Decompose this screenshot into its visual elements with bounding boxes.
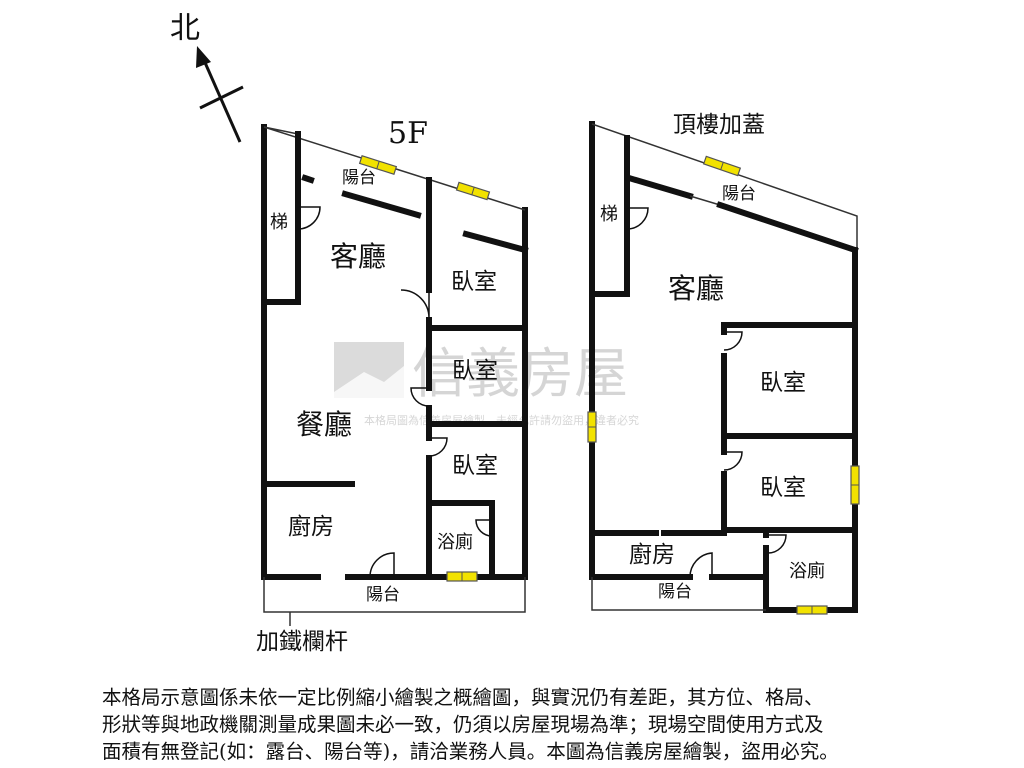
door-5f-bed2 [410,387,430,407]
door-5f-bath [475,519,493,537]
door-roof-bed1 [723,331,743,351]
watermark-brand: 信義房屋 [412,342,628,405]
wall-5f-bed1-south [426,317,528,331]
room-5f-bedroom-2: 臥室 [452,358,498,384]
room-roof-bedroom-2: 臥室 [760,475,806,501]
room-5f-bedroom-1: 臥室 [451,269,497,295]
wall-5f-bath [426,500,495,580]
door-roof-bed2 [723,451,743,471]
door-roof-balcony [689,552,713,578]
window-roof-left [587,411,597,443]
room-roof-stairs: 梯 [600,204,618,225]
north-arrow-shaft [201,57,242,143]
wall-roof-outer-right [709,247,858,613]
door-5f-stairs [297,206,321,230]
room-5f-dining: 餐廳 [296,408,352,441]
watermark-logo-icon [334,342,404,398]
door-5f-bed3 [428,437,448,457]
window-5f-bed1 [455,181,491,201]
wall-roof-balcony-left [625,174,694,200]
wall-roof-north-edge [591,123,858,248]
wall-roof-stairs [589,135,630,297]
wall-5f-outer-left [261,124,321,580]
window-roof-bed2 [850,465,860,505]
room-5f-bedroom-3: 臥室 [452,453,498,479]
room-roof-bathroom: 浴廁 [789,560,825,582]
window-5f-bath [446,571,478,582]
window-5f-balcony-top [358,154,398,176]
room-5f-kitchen: 廚房 [288,514,334,540]
north-label: 北 [170,11,200,46]
disclaimer-line-3: 面積有無登記(如：露台、陽台等)，請洽業務人員。本圖為信義房屋繪製，盜用必究。 [102,740,839,763]
floor-roof-title: 頂樓加蓋 [673,112,765,138]
door-5f-balcony [369,552,395,578]
room-roof-bedroom-1: 臥室 [760,370,806,396]
plan-5f: 5F 陽台 梯 客廳 臥室 臥室 餐廳 臥室 廚房 浴廁 陽台 加鐵欄杆 [256,116,529,655]
door-5f-bed1 [400,289,430,319]
room-roof-living: 客廳 [668,272,724,305]
balcony-roof-railing [591,577,766,611]
balcony-5f-railing [263,577,526,613]
door-roof-stairs [626,207,649,230]
room-5f-balcony-bottom: 陽台 [366,585,400,605]
room-5f-stairs: 梯 [270,212,288,233]
north-arrow-icon [196,46,211,68]
door-roof-bath [766,534,787,554]
wall-5f-bed1-inner [462,230,529,254]
compass-crossbar [199,85,244,110]
room-5f-bathroom: 浴廁 [437,531,473,553]
wall-roof-balcony-right [716,201,859,254]
wall-5f-living-north [341,190,422,219]
plan-roof: 頂樓加蓋 梯 陽台 客廳 臥室 臥室 廚房 浴廁 陽台 [587,112,860,615]
compass: 北 [170,11,244,143]
window-roof-balcony [702,155,742,177]
room-5f-living: 客廳 [330,240,386,273]
room-roof-kitchen: 廚房 [629,542,675,568]
disclaimer-line-2: 形狀等與地政機關測量成果圖未必一致，仍須以房屋現場為準；現場空間使用方式及 [102,713,824,736]
window-roof-bath [796,605,828,615]
floor-5f-title: 5F [388,116,428,151]
disclaimer-line-1: 本格局示意圖係未依一定比例縮小繪製之概繪圖，與實況仍有差距，其方位、格局、 [102,686,824,709]
railing-note: 加鐵欄杆 [256,629,348,655]
room-roof-balcony-bottom: 陽台 [658,582,692,602]
room-5f-balcony-top: 陽台 [342,168,376,188]
room-roof-balcony-top: 陽台 [722,184,756,204]
wall-5f-stairs [261,131,301,305]
disclaimer-text: 本格局示意圖係未依一定比例縮小繪製之概繪圖，與實況仍有差距，其方位、格局、 形狀… [102,684,982,765]
